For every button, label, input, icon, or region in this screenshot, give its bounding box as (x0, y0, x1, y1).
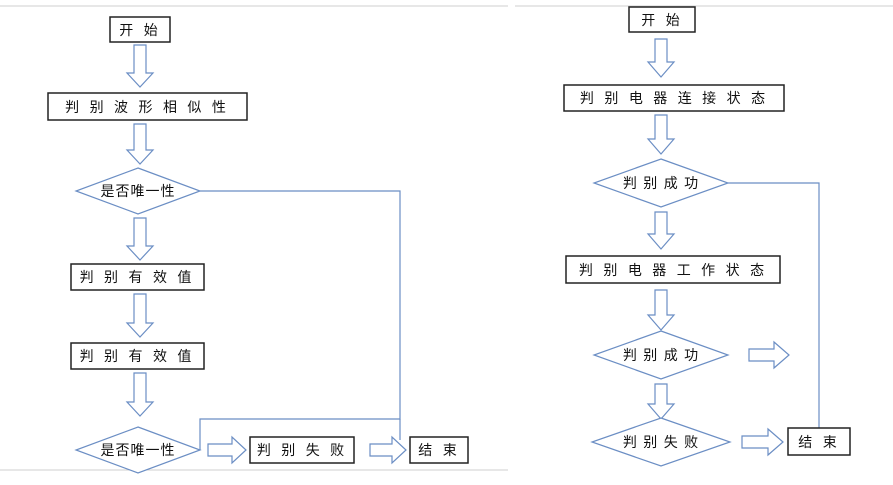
right-start-label: 开 始 (641, 13, 682, 29)
down-arrow-icon (646, 211, 676, 250)
right-decision-fail-label: 判 别 失 败 (623, 435, 699, 451)
left-step-fail: 判 别 失 败 (249, 436, 355, 464)
down-arrow-icon (125, 123, 155, 165)
down-arrow-icon (125, 293, 155, 338)
down-arrow-icon (646, 114, 676, 155)
down-arrow-icon (125, 372, 155, 417)
left-start-label: 开 始 (119, 23, 160, 39)
left-step-valid-1-label: 判 别 有 效 值 (80, 270, 195, 286)
left-step-waveform-label: 判 别 波 形 相 似 性 (65, 100, 229, 116)
right-decision-success-2: 判 别 成 功 (592, 330, 730, 380)
left-start-node: 开 始 (109, 16, 171, 43)
left-connector-line (199, 190, 401, 450)
right-arrow-icon (207, 435, 247, 465)
left-step-valid-2-label: 判 别 有 效 值 (80, 349, 195, 365)
right-step-connection-label: 判 别 电 器 连 接 状 态 (580, 90, 768, 107)
left-decision-unique-1: 是否唯一性 (74, 167, 202, 215)
right-arrow-icon (748, 340, 790, 370)
right-step-working: 判 别 电 器 工 作 状 态 (565, 255, 781, 284)
down-arrow-icon (646, 289, 676, 331)
down-arrow-icon (646, 383, 676, 420)
right-step-working-label: 判 别 电 器 工 作 状 态 (579, 263, 767, 279)
right-flowchart: 开 始 判 别 电 器 连 接 状 态 判 别 成 功 判 别 电 器 工 作 … (563, 6, 851, 467)
left-decision-unique-1-label: 是否唯一性 (101, 184, 176, 200)
left-step-valid-1: 判 别 有 效 值 (70, 263, 205, 291)
right-decision-success-2-label: 判 别 成 功 (623, 348, 699, 364)
right-connector-line (728, 182, 820, 428)
down-arrow-icon (125, 217, 155, 261)
left-step-valid-2: 判 别 有 效 值 (70, 342, 205, 370)
right-arrow-icon (741, 427, 784, 457)
right-decision-fail: 判 别 失 败 (590, 417, 732, 467)
left-flowchart: 开 始 判 别 波 形 相 似 性 是否唯一性 判 别 有 效 值 判 别 有 (47, 16, 469, 474)
right-end-node: 结 束 (787, 427, 851, 456)
right-decision-success-1: 判 别 成 功 (592, 158, 730, 208)
right-end-label: 结 束 (798, 435, 839, 451)
right-step-connection: 判 别 电 器 连 接 状 态 (563, 84, 785, 112)
left-end-node: 结 束 (409, 436, 469, 464)
left-end-label: 结 束 (418, 443, 459, 459)
left-decision-unique-2: 是否唯一性 (74, 426, 202, 474)
right-decision-success-1-label: 判 别 成 功 (623, 176, 699, 192)
down-arrow-icon (125, 44, 155, 88)
left-step-fail-label: 判 别 失 败 (257, 443, 347, 459)
down-arrow-icon (646, 38, 676, 78)
left-step-waveform: 判 别 波 形 相 似 性 (47, 92, 248, 121)
right-arrow-icon (369, 435, 407, 465)
left-decision-unique-2-label: 是否唯一性 (101, 443, 176, 459)
right-start-node: 开 始 (628, 6, 696, 33)
